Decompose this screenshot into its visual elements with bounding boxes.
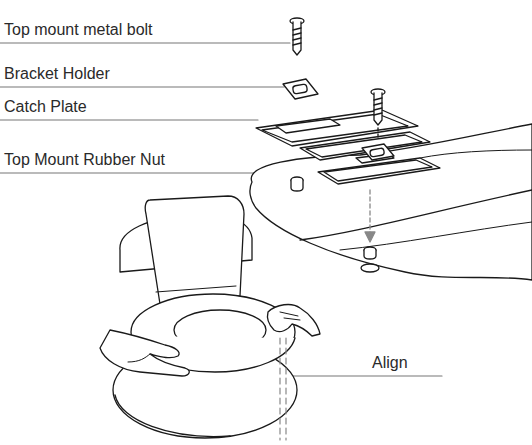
rubber-nut [291,177,379,272]
align-guide [280,338,286,440]
catch-plate [256,110,440,184]
part-label: Top Mount Rubber Nut [4,150,165,170]
part-label: Top mount metal bolt [4,20,153,40]
metal-bolt [290,18,385,140]
part-label: Align [372,353,408,373]
part-label: Catch Plate [4,97,87,117]
bowl-rim [250,124,532,280]
bracket-holder [283,79,394,160]
hands [100,305,320,376]
part-label: Bracket Holder [4,64,110,84]
